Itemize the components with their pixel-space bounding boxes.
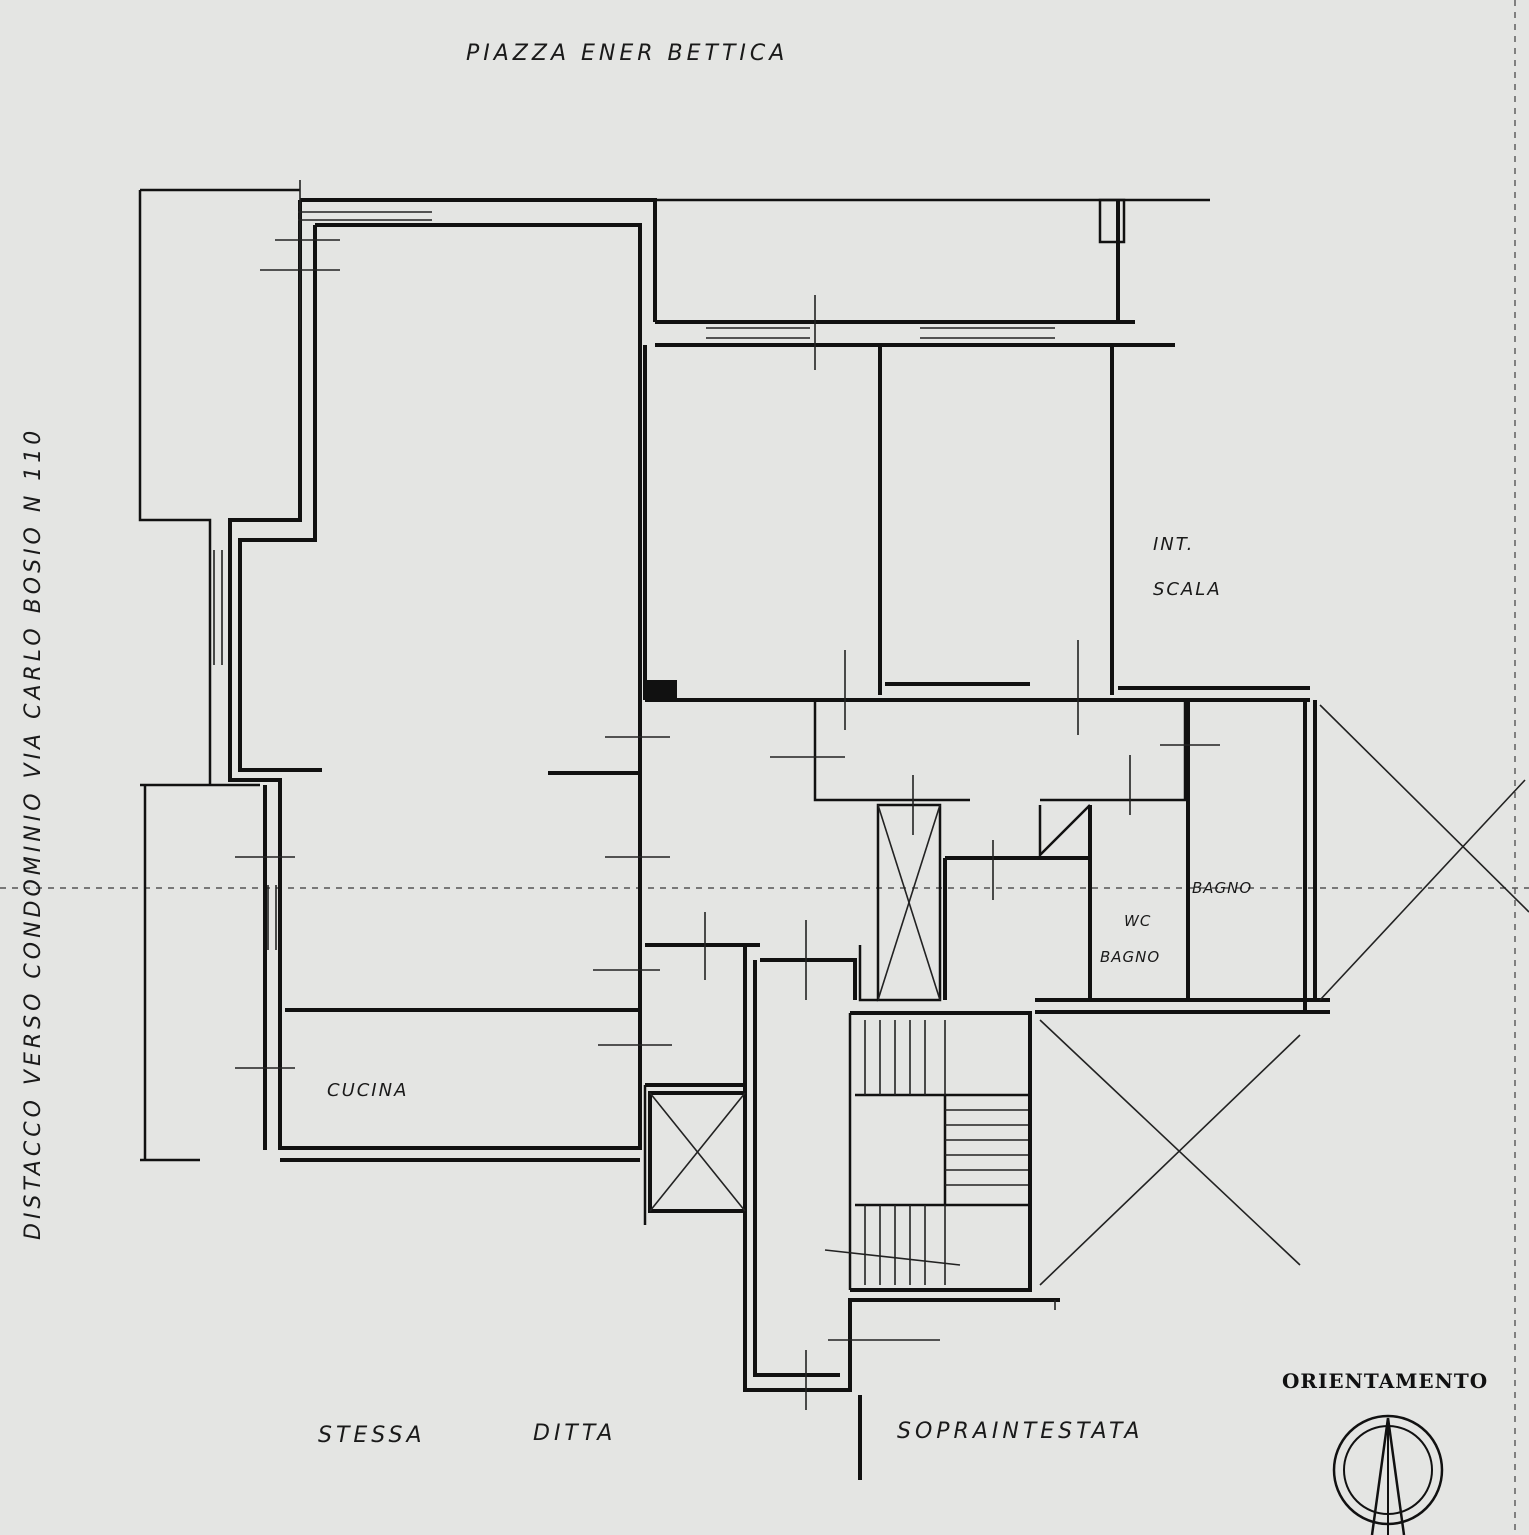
windows: [213, 198, 1126, 950]
walls: [138, 188, 1330, 1480]
stair-treads: [824, 1020, 1028, 1285]
left-street-label: DISTACCO VERSO CONDOMINIO VIA CARLO BOSI…: [21, 427, 46, 1240]
kitchen-label: CUCINA: [327, 1080, 408, 1101]
bottom-note-2: DITTA: [533, 1421, 616, 1446]
orientation-compass: ORIENTAMENTO: [1282, 1369, 1488, 1535]
light-wells: [1039, 704, 1529, 1286]
top-street-label: PIAZZA ENER BETTICA: [466, 41, 788, 66]
door-ticks: [235, 180, 1220, 1410]
orientation-label: ORIENTAMENTO: [1282, 1369, 1488, 1393]
bottom-note-3: SOPRAINTESTATA: [897, 1419, 1143, 1444]
bath-label-1: BAGNO: [1192, 879, 1252, 897]
wc-label: WC: [1124, 912, 1151, 930]
stair-intake-label-2: SCALA: [1153, 579, 1222, 600]
stair-intake-label-1: INT.: [1153, 534, 1194, 555]
bottom-note-1: STESSA: [318, 1423, 426, 1448]
bath-label-2: BAGNO: [1100, 948, 1160, 966]
